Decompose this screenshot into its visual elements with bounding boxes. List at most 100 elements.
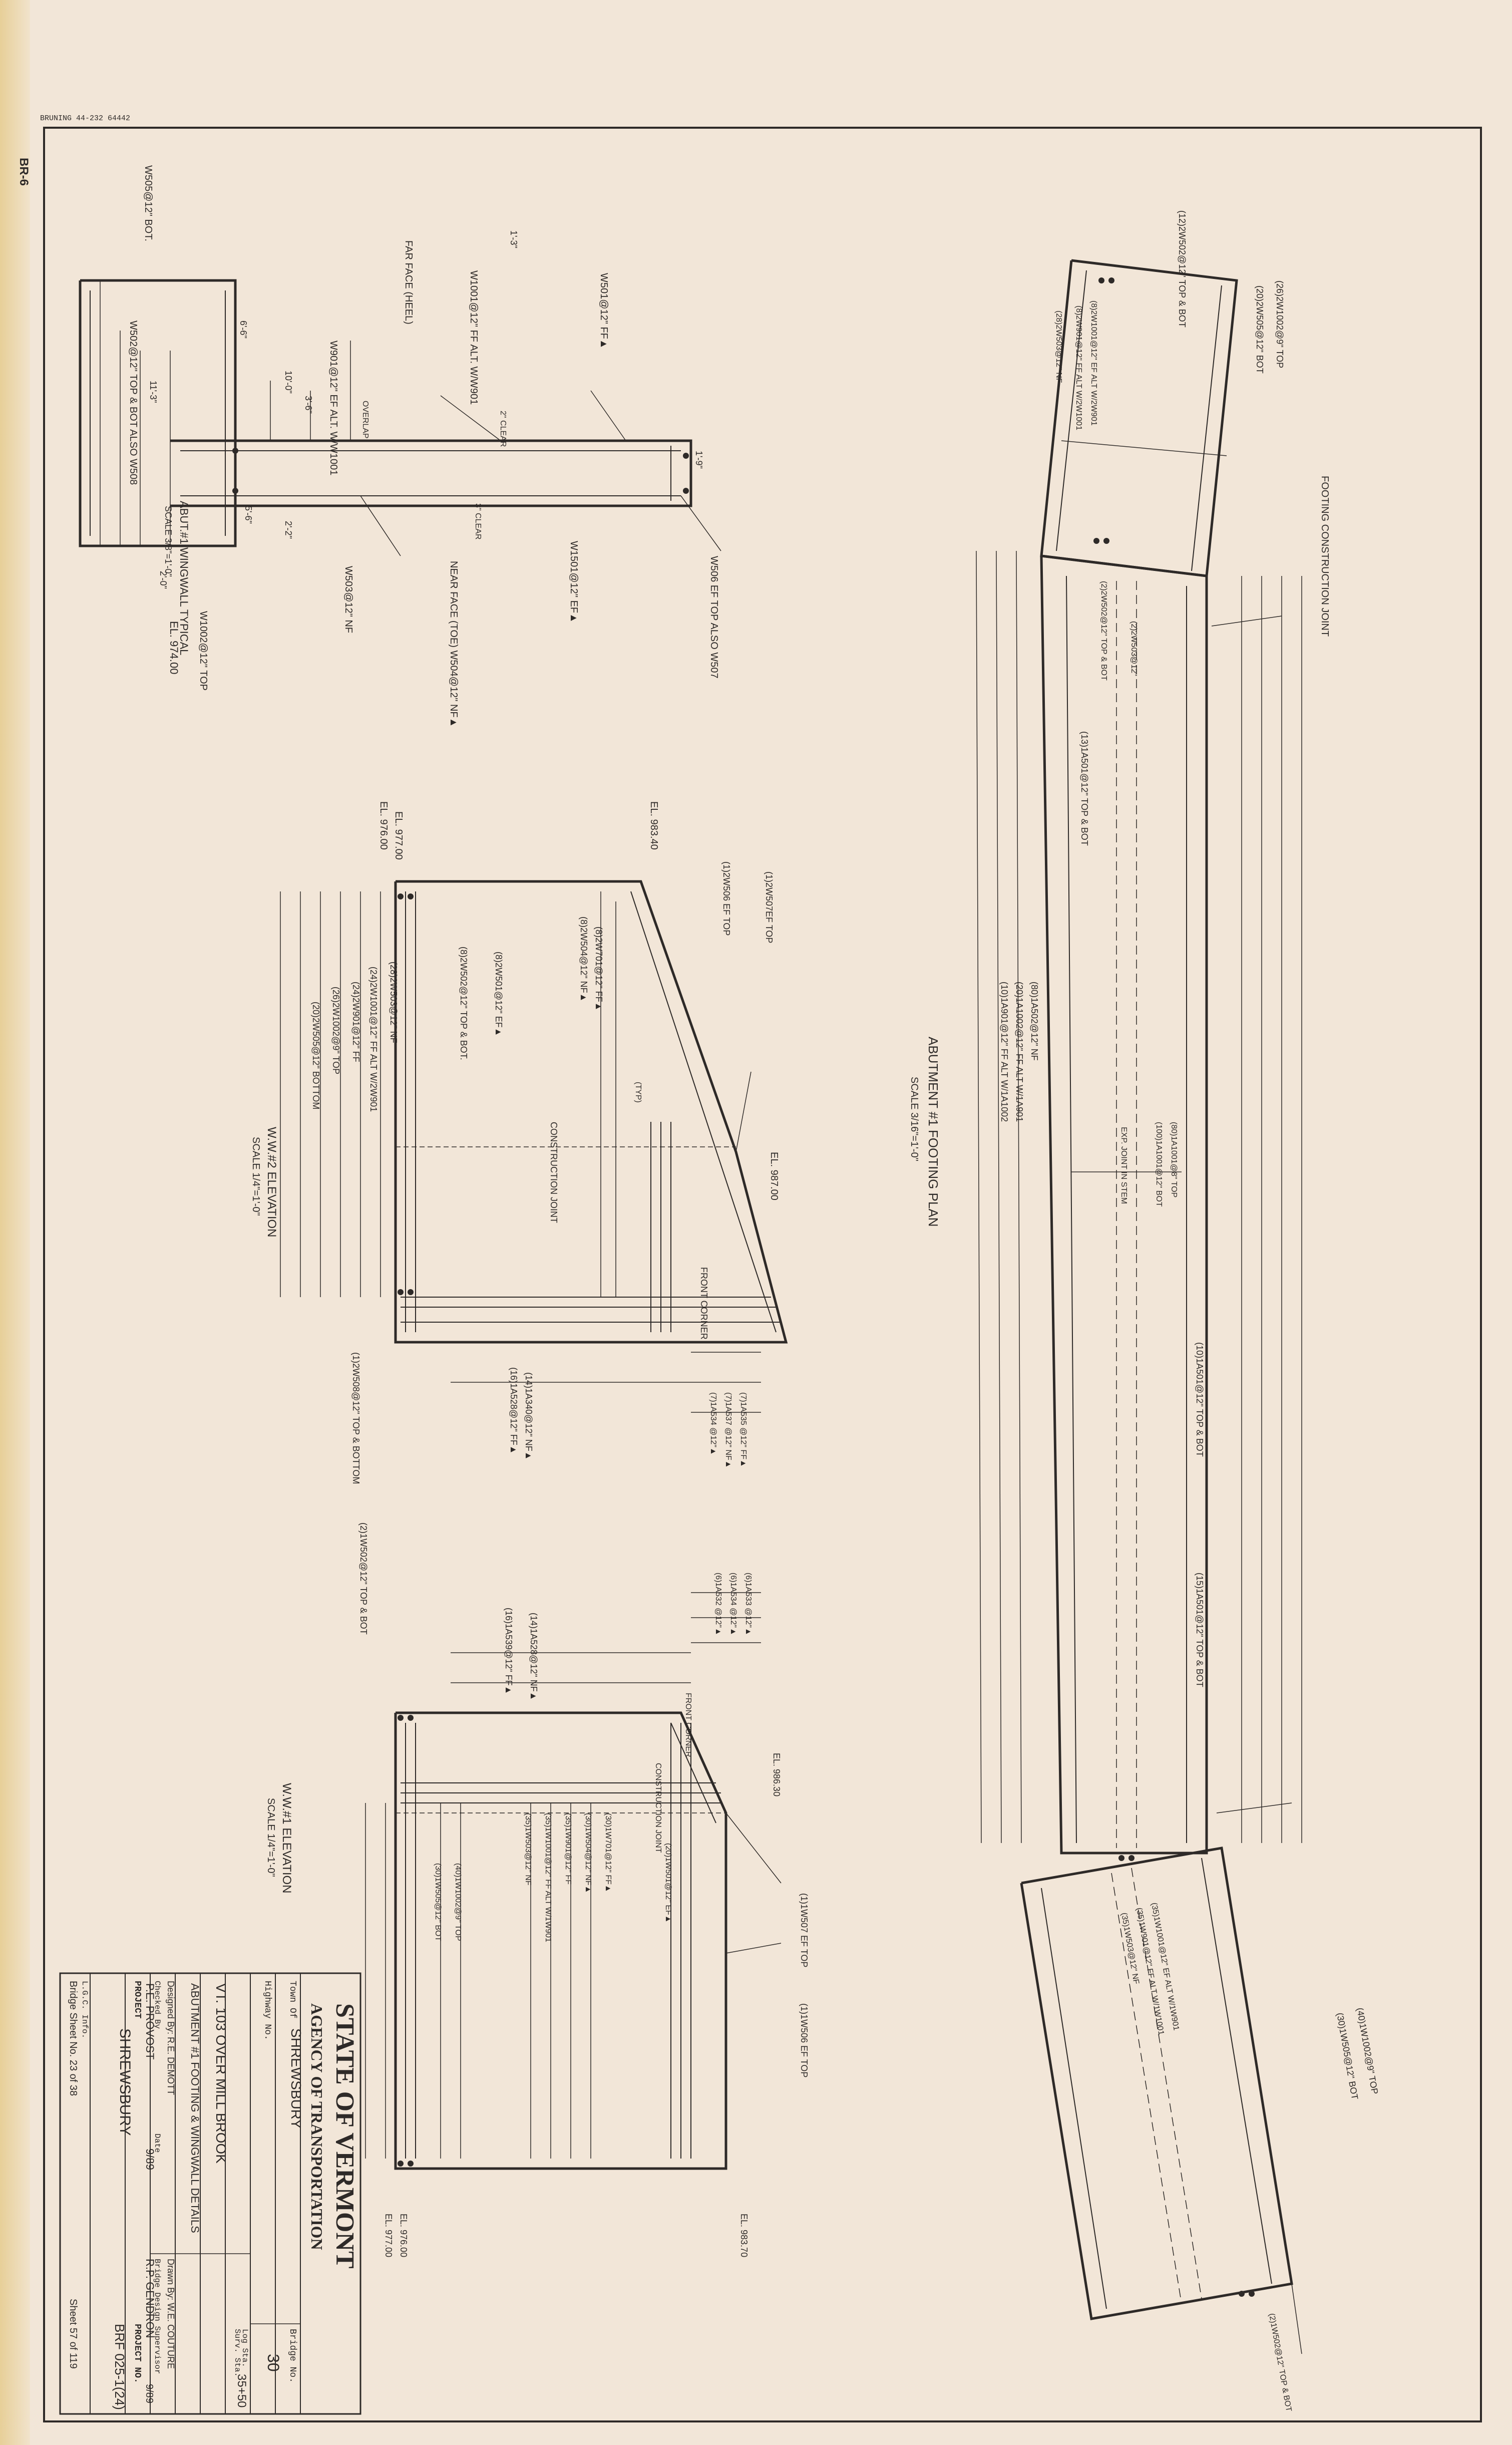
tb-town-label: Town Of bbox=[287, 1981, 297, 2019]
ww1-label-7: CONSTRUCTION JOINT bbox=[654, 1763, 662, 1853]
fp-label-11: (20)1A1002@12" FF ALT W/1A901 bbox=[1014, 982, 1024, 1122]
footing-plan-scale: SCALE 3/16"=1'-0" bbox=[909, 1077, 920, 1161]
ww1-label-20: EL. 976.00 bbox=[399, 2214, 409, 2257]
ww-label-5: W1501@12" EF▲ bbox=[568, 541, 579, 623]
tb-project-label: PROJECT bbox=[132, 1981, 142, 2019]
tb-drawn-by: Drawn By: W.E. COUTURE bbox=[166, 2259, 176, 2369]
ww2-label-9: (8)2W502@12" TOP & BOT. bbox=[459, 947, 469, 1060]
tb-date-label: Date bbox=[153, 2133, 162, 2153]
ww1-label-9: (30)1W701@12" FF▲ bbox=[604, 1813, 612, 1893]
ww1-scale: SCALE 1/4"=1'-0" bbox=[265, 1798, 276, 1877]
wingwall-footing-outline bbox=[79, 279, 237, 547]
tb-agency: AGENCY OF TRANSPORTATION bbox=[308, 2003, 326, 2250]
ww1-label-15: (40)1W1002@9" TOP bbox=[454, 1863, 462, 1941]
ww2-label-23: (7)1A535 @12" FF▲ bbox=[739, 1392, 747, 1467]
ww1-label-19: EL. 983.70 bbox=[739, 2214, 749, 2257]
ww-dim-3: OVERLAP bbox=[361, 401, 369, 439]
ww1-elevation: W.W.#1 ELEVATION SCALE 1/4"=1'-0" (2)1W5… bbox=[265, 1522, 809, 2257]
ww-label-4: FAR FACE (HEEL) bbox=[403, 240, 414, 325]
fp-label-4: (8)2W1001@12" EF ALT W/2W901 bbox=[1089, 300, 1098, 426]
tb-supervisor-date: 9/89 bbox=[144, 2384, 155, 2403]
tb-checked-by: Checked By bbox=[153, 1981, 162, 2029]
fp-label-17: (15)1A501@12" TOP & BOT bbox=[1195, 1573, 1205, 1687]
bruning-code: BRUNING 44-232 64442 bbox=[40, 114, 130, 123]
ww2-label-4: (1)2W506 EF TOP bbox=[721, 861, 731, 936]
ww-label-9: W1002@12" TOP bbox=[198, 611, 209, 691]
ww2-label-16: CONSTRUCTION JOINT bbox=[549, 1122, 559, 1223]
tb-project-no-label: PROJECT NO. bbox=[132, 2324, 142, 2383]
ww1-label-18: (1)1W506 EF TOP bbox=[799, 2003, 809, 2077]
fp-label-14: (80)1A1001@8" TOP bbox=[1170, 1122, 1178, 1197]
fp-label-8: (2)2W503@12" bbox=[1129, 621, 1138, 676]
ww1-label-16: (30)1W505@12" BOT bbox=[434, 1863, 442, 1941]
ww-dim-10: 2'-0" bbox=[158, 571, 168, 589]
ww-typical-scale: SCALE 3/8"=1'-0" bbox=[163, 506, 173, 577]
ww-dim-7: 1'-3" bbox=[509, 230, 519, 248]
ww2-label-8: (8)2W501@12" EF▲ bbox=[494, 952, 504, 1037]
tb-log-sta-label: Log Sta. bbox=[240, 2329, 249, 2367]
tb-project: SHREWSBURY bbox=[117, 2028, 133, 2135]
ww1-label-3: (6)1A533 @12"▲ bbox=[744, 1573, 752, 1636]
ww2-label-12: (24)2W901@12" FF bbox=[351, 982, 361, 1062]
ww1-label-8: EL. 986.30 bbox=[772, 1753, 782, 1796]
tb-sheet-title: ABUTMENT #1 FOOTING & WINGWALL DETAILS bbox=[189, 1983, 201, 2233]
ww2-label-15: (1)2W508@12" TOP & BOTTOM bbox=[351, 1352, 361, 1484]
fp-label-3: (20)2W505@12" BOT bbox=[1255, 285, 1265, 374]
tb-supervisor: R.P. GENDRON bbox=[144, 2259, 156, 2338]
ww2-label-19: (14)1A340@12" NF▲ bbox=[524, 1372, 534, 1460]
tb-bridge-no-label: Bridge No. bbox=[287, 2329, 297, 2383]
ww-dim-5: 3" CLEAR bbox=[474, 503, 482, 539]
fp-label-12: (10)1A901@12" FF ALT W/1A1002 bbox=[999, 982, 1009, 1122]
ww2-label-5: (1)2W507EF TOP bbox=[764, 871, 774, 943]
ww1-label-1: (14)1A528@12" NF▲ bbox=[529, 1613, 539, 1701]
ww1-outline bbox=[394, 1711, 727, 2170]
tb-checked-name: P.E. PROVOST bbox=[144, 1983, 156, 2059]
ww-label-6: W506 EF TOP ALSO W507 bbox=[708, 556, 719, 679]
tb-sheet-no: Sheet 57 of 119 bbox=[68, 2299, 79, 2369]
ww-label-1: W501@12" FF▲ bbox=[598, 273, 609, 349]
ww2-label-13: (26)2W1002@9" TOP bbox=[331, 987, 341, 1074]
ww2-label-2: EL. 976.00 bbox=[378, 801, 389, 850]
ww1-label-13: (35)1W503@12" NF bbox=[524, 1813, 532, 1886]
sheet-border bbox=[43, 127, 1482, 2422]
ww2-outline bbox=[394, 880, 788, 1344]
footing-main bbox=[1040, 554, 1208, 1855]
ww-label-8: W503@12" NF bbox=[343, 566, 354, 633]
ww-typical-title: ABUT.#1 WINGWALL TYPICAL bbox=[178, 501, 190, 656]
tb-subject: VT. 103 OVER MILL BROOK bbox=[213, 1983, 229, 2164]
tb-surv-sta: 35+50 bbox=[235, 2374, 248, 2407]
tb-town: SHREWSBURY bbox=[288, 2028, 304, 2129]
ww-dim-11: 11'-3" bbox=[148, 381, 158, 403]
fp-label-1: (12)2W502@12" TOP & BOT bbox=[1177, 210, 1187, 328]
ww2-label-11: (24)2W1001@12" FF ALT W/2W901 bbox=[368, 967, 379, 1112]
fp-label-13: EXP. JOINT IN STEM bbox=[1119, 1127, 1128, 1204]
fp-label-18: (40)1W1002@9" TOP bbox=[1355, 2007, 1380, 2095]
ww-dim-9: 2'-2" bbox=[283, 521, 293, 539]
fp-label-7: (2)2W502@12" TOP & BOT bbox=[1099, 581, 1108, 681]
ww-label-3: W901@12" EF ALT. W/W1001 bbox=[328, 341, 339, 475]
ww-label-7: NEAR FACE (TOE) W504@12" NF▲ bbox=[448, 561, 459, 727]
ww1-label-10: (30)1W504@12" NF▲ bbox=[584, 1813, 592, 1893]
ww-label-0: W505@12" BOT. bbox=[143, 165, 154, 241]
ww2-label-10: (28)2W503@12" NF bbox=[389, 962, 399, 1043]
ww2-label-20: (16)1A528@12" FF▲ bbox=[509, 1367, 519, 1454]
fp-label-9: (13)1A501@12" TOP & BOT bbox=[1079, 731, 1089, 846]
ww-label-2: W1001@12" FF ALT. W/W901 bbox=[468, 270, 479, 405]
ww1-label-6: FRONT CORNER bbox=[684, 1693, 692, 1757]
ww2-label-22: (7)1A537 @12" NF▲ bbox=[724, 1392, 732, 1468]
fp-label-19: (30)1W505@12" BOT bbox=[1335, 2012, 1360, 2100]
ww2-label-18: (TYP) bbox=[634, 1082, 642, 1103]
ww1-label-14: (20)1W501@12" EF▲ bbox=[664, 1843, 672, 1923]
fp-label-6: (28)2W503@12" NF bbox=[1054, 311, 1063, 383]
ww2-label-3: EL. 987.00 bbox=[769, 1152, 780, 1200]
ww1-label-17: (1)1W507 EF TOP bbox=[799, 1893, 809, 1967]
ww2-title: W.W.#2 ELEVATION bbox=[265, 1127, 278, 1238]
ww1-title: W.W.#1 ELEVATION bbox=[280, 1783, 293, 1894]
tb-lgc-label: L.G.C. Info. bbox=[80, 1981, 89, 2038]
title-block: STATE OF VERMONT AGENCY OF TRANSPORTATIO… bbox=[59, 1972, 361, 2415]
fp-label-0: FOOTING CONSTRUCTION JOINT bbox=[1319, 476, 1330, 637]
ww2-label-7: (8)2W504@12" NF▲ bbox=[579, 916, 589, 1002]
fp-label-15: (100)1A1001@12" BOT bbox=[1155, 1122, 1163, 1207]
wingwall-typical-section: ABUT.#1 WINGWALL TYPICAL SCALE 3/8"=1'-0… bbox=[79, 165, 721, 727]
ww1-label-4: (6)1A534 @12"▲ bbox=[729, 1573, 737, 1636]
